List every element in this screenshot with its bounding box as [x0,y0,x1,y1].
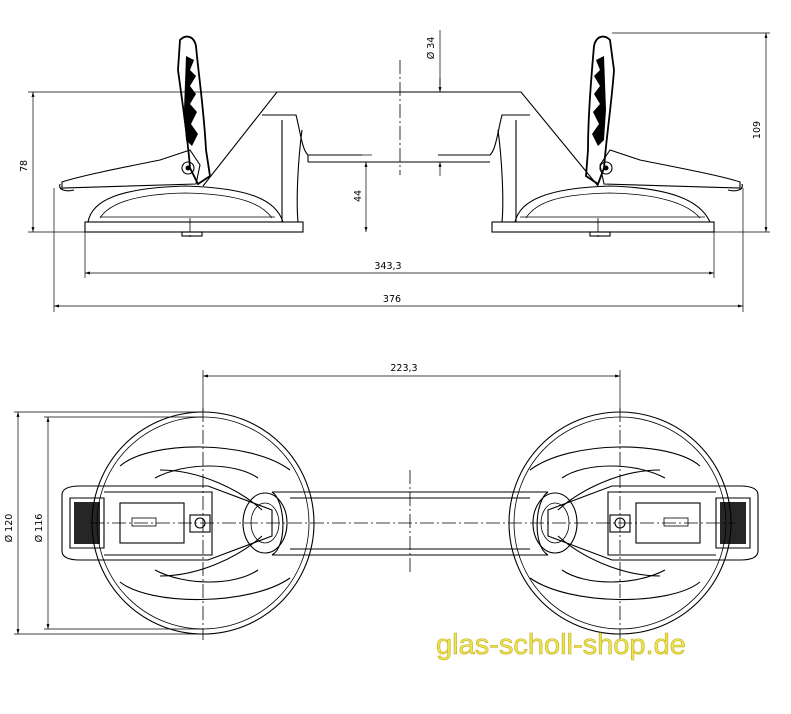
dim-78-label: 78 [19,160,30,172]
side-view: 78 109 Ø 34 44 343,3 [19,30,770,312]
dim-376-label: 376 [383,294,401,305]
dim-223: 223,3 [202,363,621,412]
dim-223-label: 223,3 [390,363,417,374]
handle-bar-side [202,91,599,223]
right-lever-side [585,35,743,192]
left-lever-top [61,469,273,577]
dim-376: 376 [53,188,744,312]
dim-dia-120-label: Ø 120 [4,514,15,543]
dim-78: 78 [19,91,277,233]
dim-dia-116: Ø 116 [34,416,203,630]
right-suction-base-side [491,185,715,237]
dim-343-label: 343,3 [374,261,401,272]
dim-109: 109 [612,32,770,233]
left-lever-side [59,35,211,192]
left-suction-base-side [84,185,304,237]
dim-dia-34-label: Ø 34 [426,37,437,60]
dim-343: 343,3 [84,232,715,278]
dim-44: 44 [353,154,372,232]
dim-dia-34: Ø 34 [426,30,442,176]
dim-dia-120: Ø 120 [4,411,203,635]
top-view: 223,3 Ø 120 Ø 116 [4,363,759,640]
dim-109-label: 109 [752,121,763,139]
dim-44-label: 44 [353,190,364,202]
watermark: glas-scholl-shop.de [436,629,686,661]
dim-dia-116-label: Ø 116 [34,514,45,543]
